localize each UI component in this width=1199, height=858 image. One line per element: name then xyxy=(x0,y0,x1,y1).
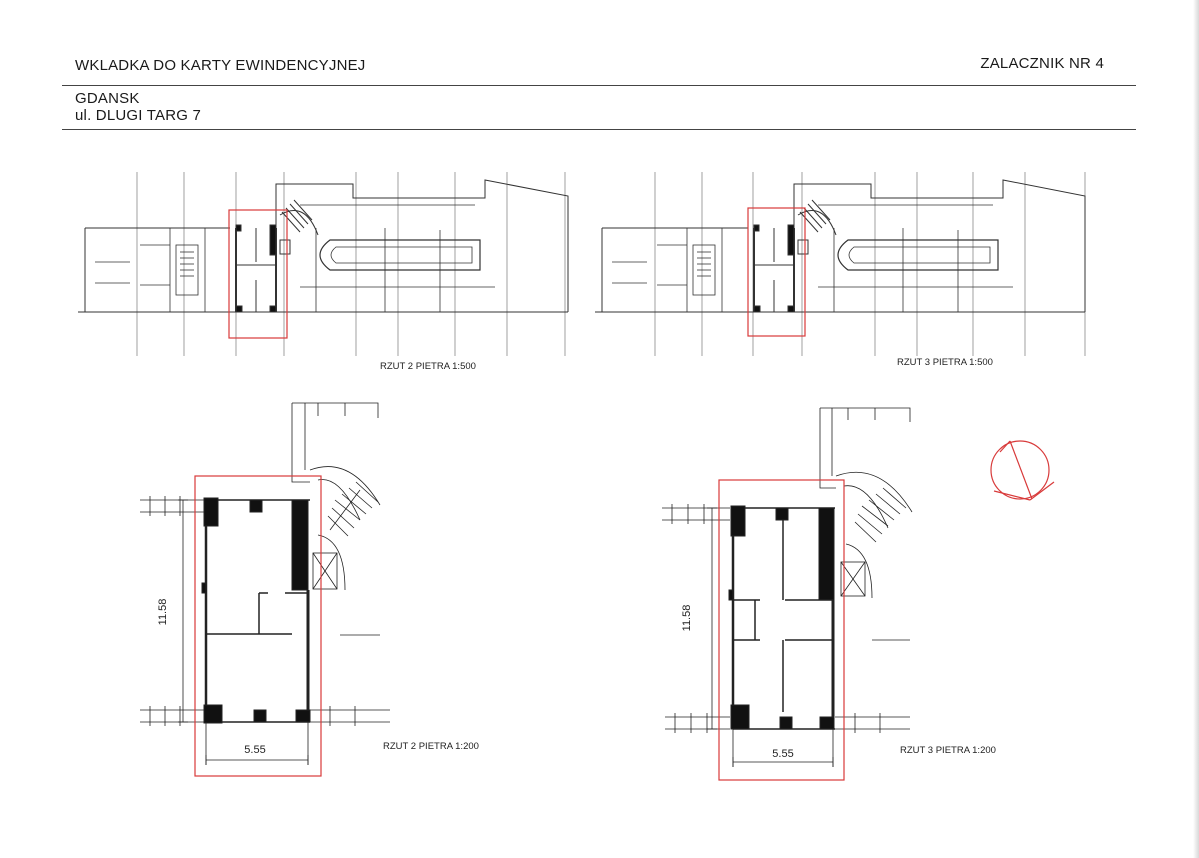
plot-lines xyxy=(136,172,566,356)
staircase xyxy=(797,199,837,236)
courtyard-inner xyxy=(330,246,473,264)
unit-walls xyxy=(201,497,311,724)
highlight-box xyxy=(228,209,288,339)
scan-edge xyxy=(1193,0,1199,858)
highlight-box xyxy=(194,475,322,777)
overview-plan-floor-3 xyxy=(595,172,1086,356)
detail-plan-floor-3: 5.55 11.58 xyxy=(662,407,913,781)
caption-floor-3-detail: RZUT 3 PIETRA 1:200 xyxy=(900,745,996,756)
unit-walls xyxy=(235,224,291,313)
courtyard-outline xyxy=(319,239,481,271)
depth-dimension: 11.58 xyxy=(681,605,693,632)
adjacent-walls xyxy=(662,504,910,733)
dimension-lines xyxy=(178,499,309,765)
city-label: GDANSK xyxy=(75,90,140,107)
dimension-lines xyxy=(707,507,834,767)
staircase xyxy=(291,402,381,591)
width-dimension: 5.55 xyxy=(244,744,265,756)
internal-walls xyxy=(95,204,495,312)
courtyard-outline xyxy=(837,239,999,271)
unit-walls xyxy=(728,505,835,730)
plot-lines xyxy=(654,172,1086,356)
depth-dimension: 11.58 xyxy=(157,599,169,626)
staircase xyxy=(279,199,319,236)
caption-floor-2-overview: RZUT 2 PIETRA 1:500 xyxy=(380,361,476,372)
building-outline xyxy=(78,179,569,313)
staircase xyxy=(819,407,913,599)
detail-plan-floor-2: 5.55 11.58 xyxy=(140,402,390,777)
building-outline xyxy=(595,179,1086,313)
internal-walls xyxy=(612,204,1013,312)
adjacent-walls xyxy=(140,496,390,726)
address-label: ul. DLUGI TARG 7 xyxy=(75,107,202,124)
width-dimension: 5.55 xyxy=(772,748,793,760)
unit-walls xyxy=(753,224,809,313)
highlight-box xyxy=(718,479,845,781)
document-title: WKLADKA DO KARTY EWINDENCYJNEJ xyxy=(75,57,366,74)
annex-label: ZALACZNIK NR 4 xyxy=(980,55,1104,72)
north-arrow-icon xyxy=(990,440,1055,501)
header-divider xyxy=(62,85,1136,86)
caption-floor-3-overview: RZUT 3 PIETRA 1:500 xyxy=(897,357,993,368)
courtyard-inner xyxy=(848,246,991,264)
overview-plan-floor-2 xyxy=(78,172,569,356)
highlight-box xyxy=(747,207,806,337)
caption-floor-2-detail: RZUT 2 PIETRA 1:200 xyxy=(383,741,479,752)
address-divider xyxy=(62,129,1136,130)
